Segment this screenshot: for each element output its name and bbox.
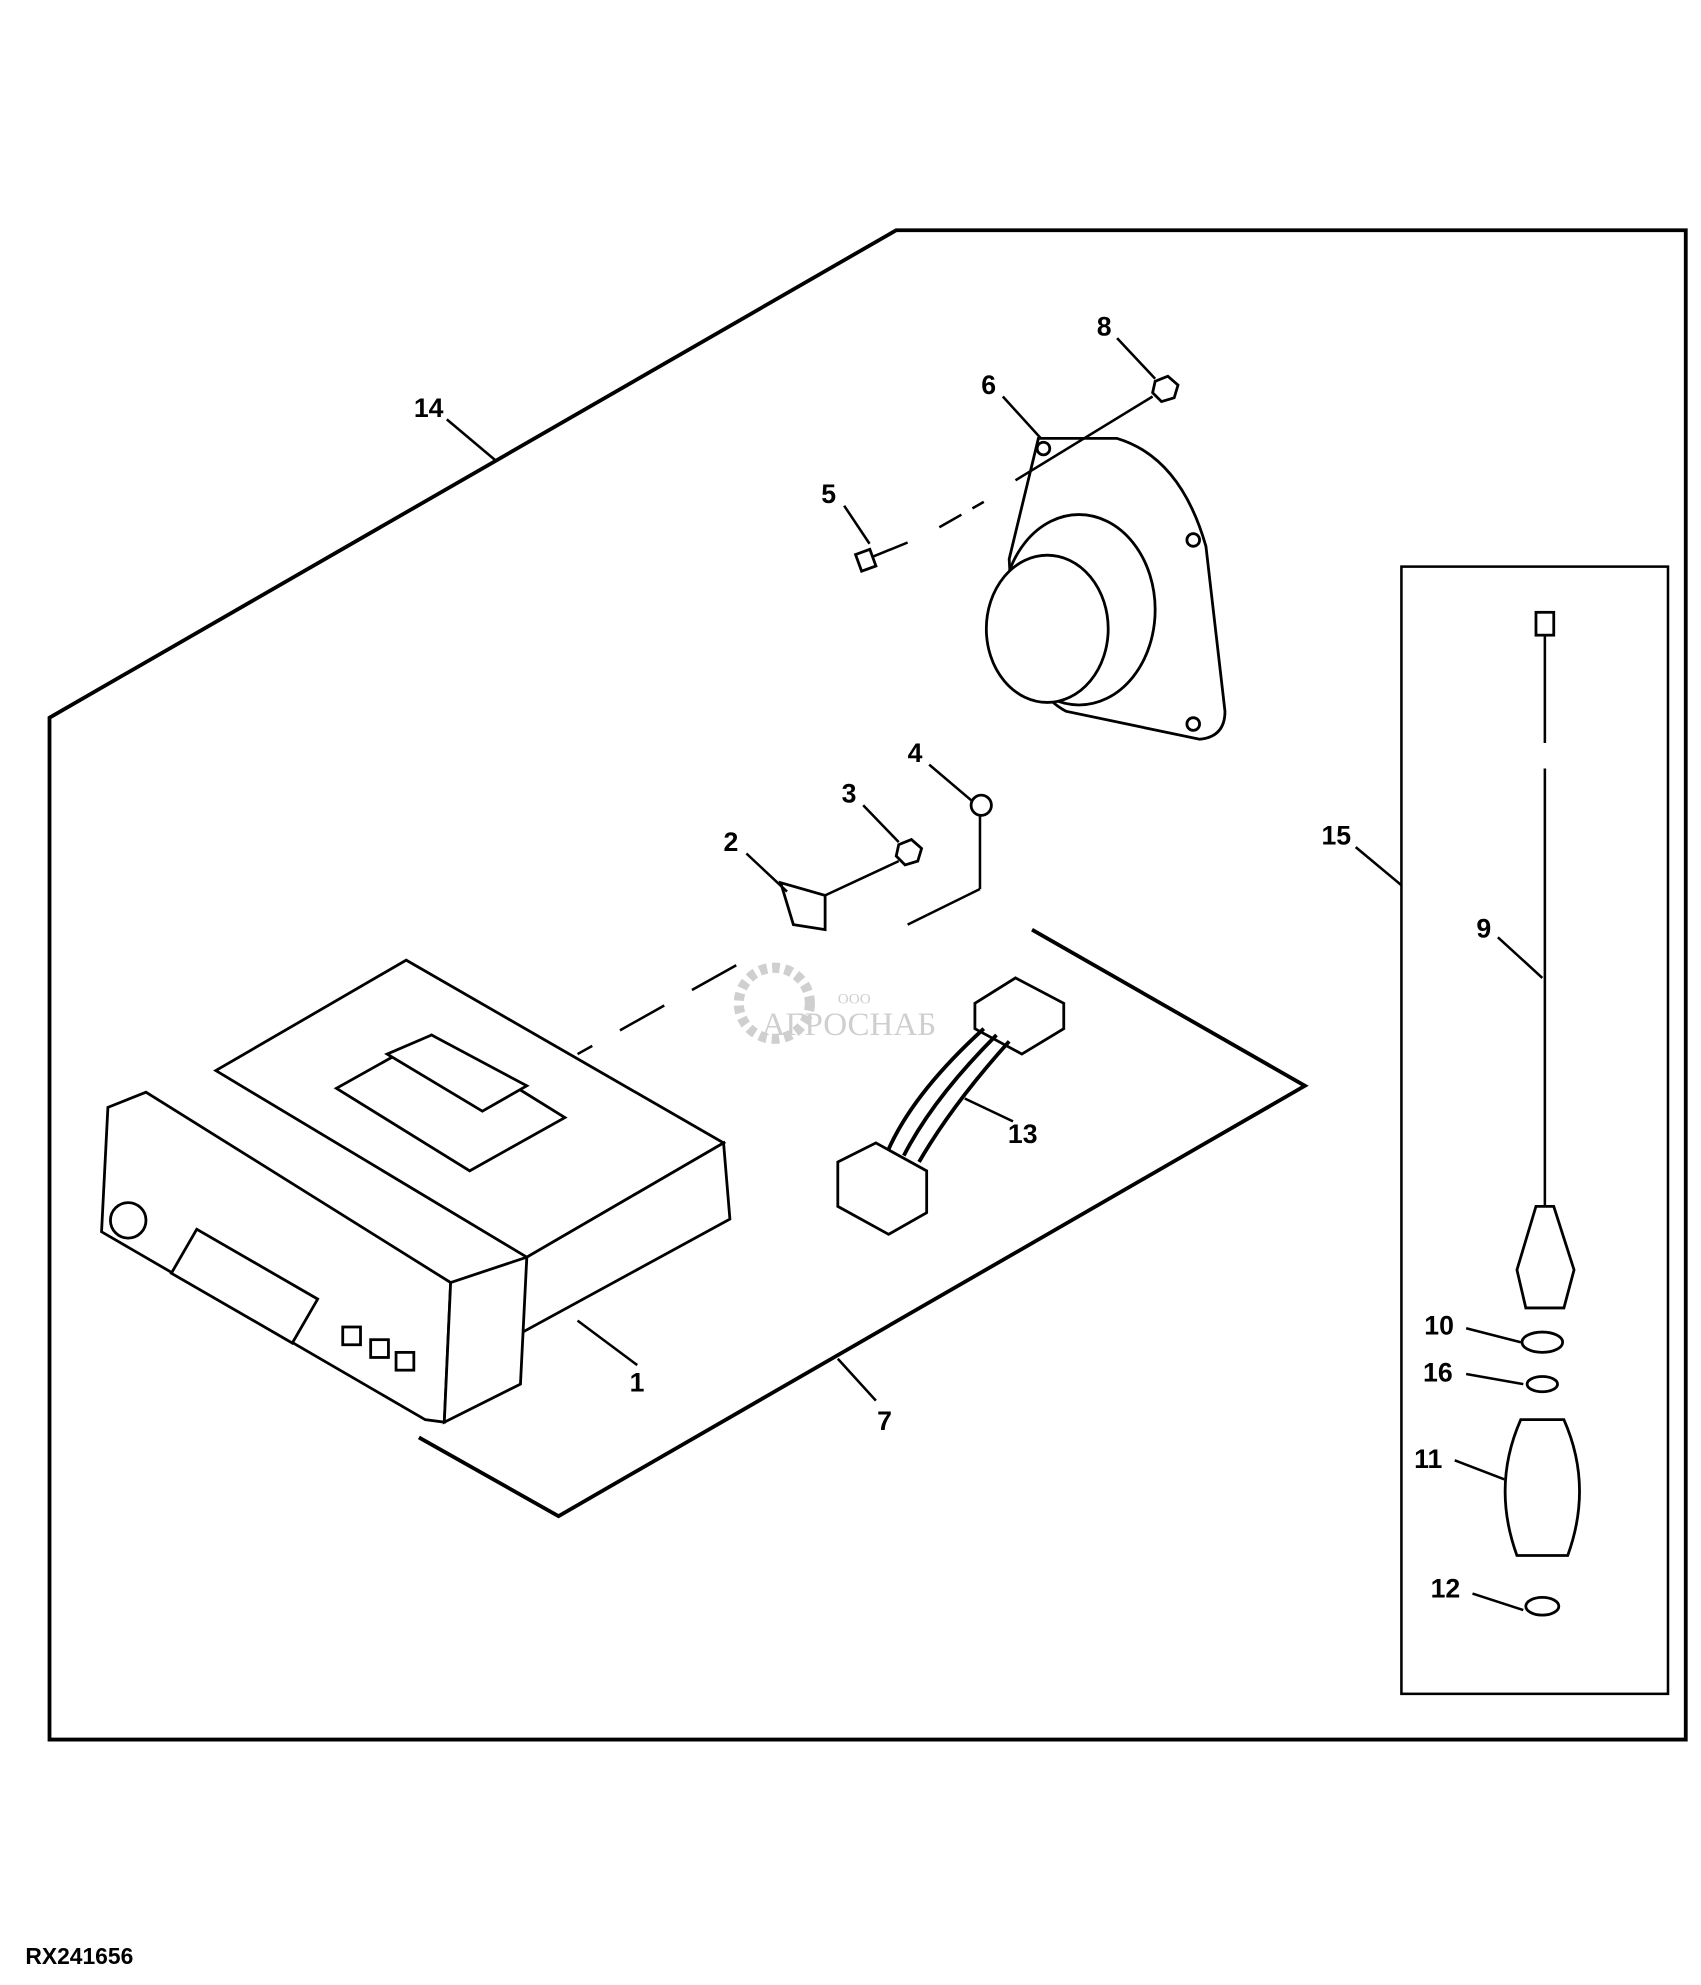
callout-11: 11 [1414, 1444, 1442, 1474]
washer-16 [1525, 1375, 1559, 1394]
callout-6: 6 [981, 370, 996, 400]
callout-16: 16 [1423, 1358, 1453, 1388]
watermark-text: АГРОСНАБ [762, 1007, 937, 1043]
callout-5: 5 [821, 479, 836, 509]
speaker [984, 437, 1227, 741]
lock-washer-12 [1524, 1595, 1561, 1617]
washer-10 [1520, 1330, 1565, 1354]
boot-11 [1503, 1418, 1581, 1557]
figure-id: RX241656 [25, 1943, 133, 1969]
watermark-logo: АГРОСНАБ ООО [733, 962, 937, 1044]
callout-14: 14 [414, 393, 444, 423]
antenna [1515, 610, 1576, 1310]
clip-2 [778, 859, 900, 932]
nut-3 [894, 837, 924, 867]
callout-3: 3 [842, 779, 857, 809]
callout-10: 10 [1424, 1311, 1454, 1341]
radio-kit-bracket [417, 928, 1309, 1519]
screw-5 [853, 500, 985, 574]
kit-boundary [47, 228, 1688, 1742]
callout-4: 4 [908, 738, 923, 768]
callout-7: 7 [877, 1406, 892, 1436]
leader-lines [446, 337, 1544, 1612]
callout-2: 2 [724, 827, 739, 857]
wire-harness [836, 976, 1066, 1236]
callout-12: 12 [1431, 1573, 1461, 1603]
radio-unit [100, 958, 732, 1425]
callout-9: 9 [1476, 913, 1491, 943]
watermark-prefix: ООО [838, 990, 871, 1007]
callout-15: 15 [1321, 821, 1351, 851]
callout-13: 13 [1008, 1119, 1038, 1149]
antenna-kit-box [1400, 565, 1670, 1696]
callout-1: 1 [630, 1368, 645, 1398]
callout-8: 8 [1097, 312, 1112, 342]
nut-8 [1014, 374, 1180, 482]
screw-4 [576, 793, 993, 1056]
